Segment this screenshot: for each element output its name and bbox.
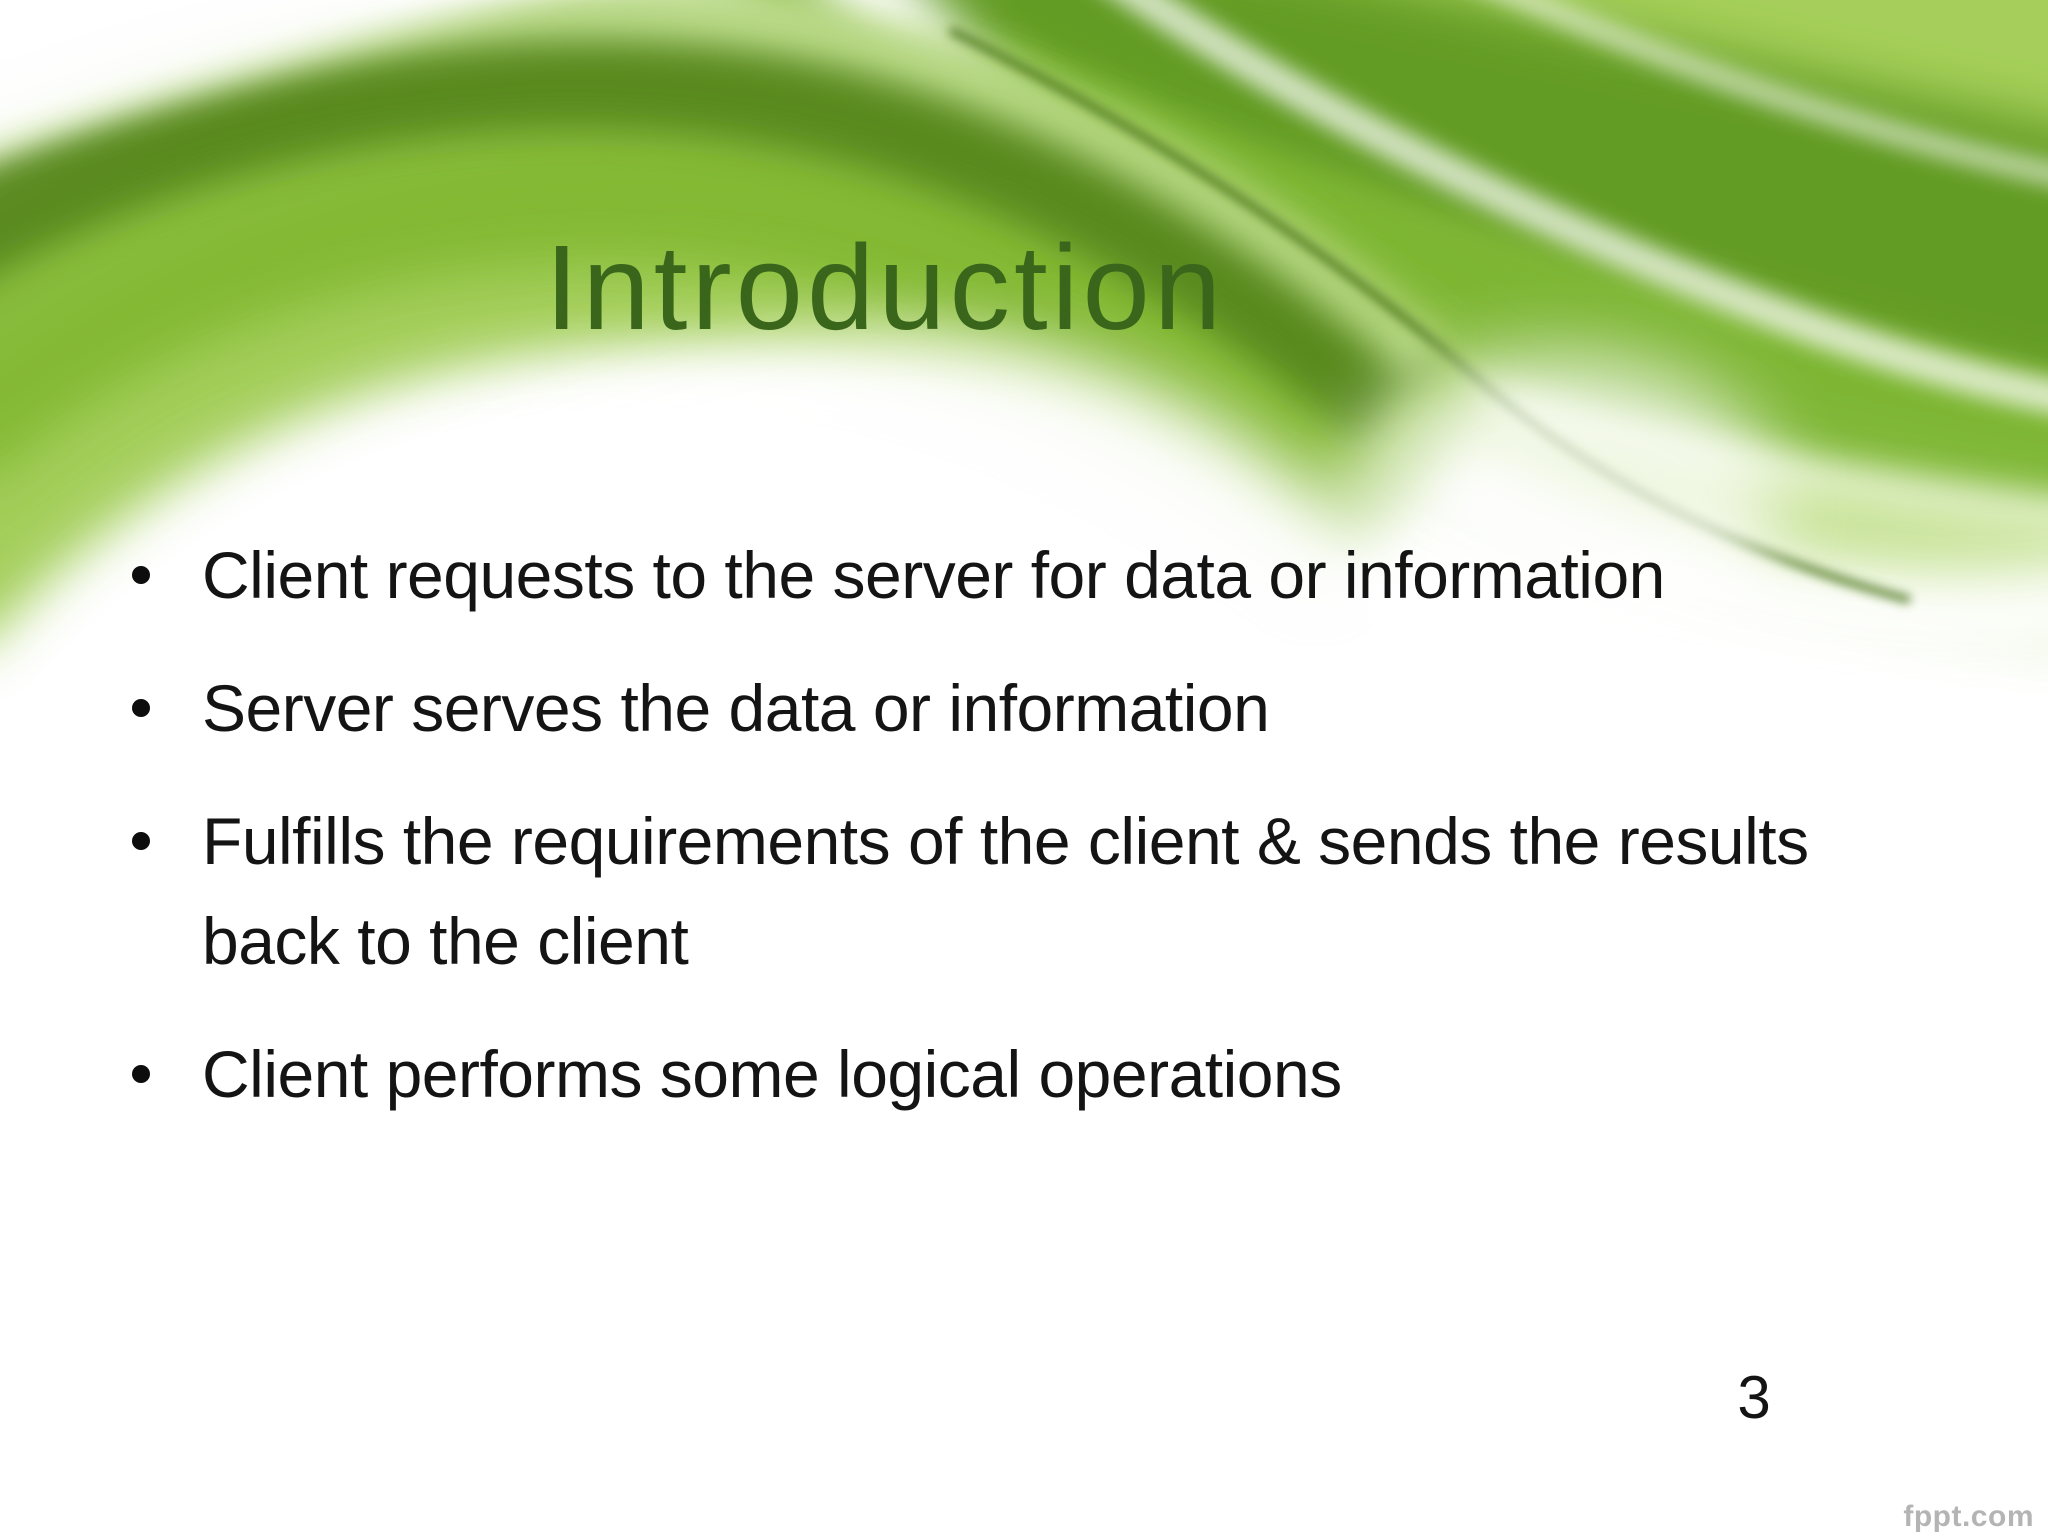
bullet-dot-icon [132, 832, 150, 850]
bullet-text: Client performs some logical operations [202, 1037, 1342, 1111]
bullet-item: Server serves the data or information [132, 658, 1922, 758]
bullet-item: Client performs some logical operations [132, 1024, 1922, 1124]
bullet-item: Fulfills the requirements of the client … [132, 791, 1922, 991]
fppt-watermark: fppt.com [1903, 1500, 2034, 1533]
bullet-text: Fulfills the requirements of the client … [202, 804, 1809, 978]
bullet-text: Server serves the data or information [202, 671, 1270, 745]
bullet-item: Client requests to the server for data o… [132, 525, 1922, 625]
bullet-dot-icon [132, 566, 150, 584]
bullet-list: Client requests to the server for data o… [132, 525, 1922, 1157]
bullet-dot-icon [132, 699, 150, 717]
slide-title: Introduction [544, 219, 1226, 355]
bullet-text: Client requests to the server for data o… [202, 538, 1665, 612]
page-number: 3 [1737, 1364, 1771, 1431]
bullet-dot-icon [132, 1065, 150, 1083]
